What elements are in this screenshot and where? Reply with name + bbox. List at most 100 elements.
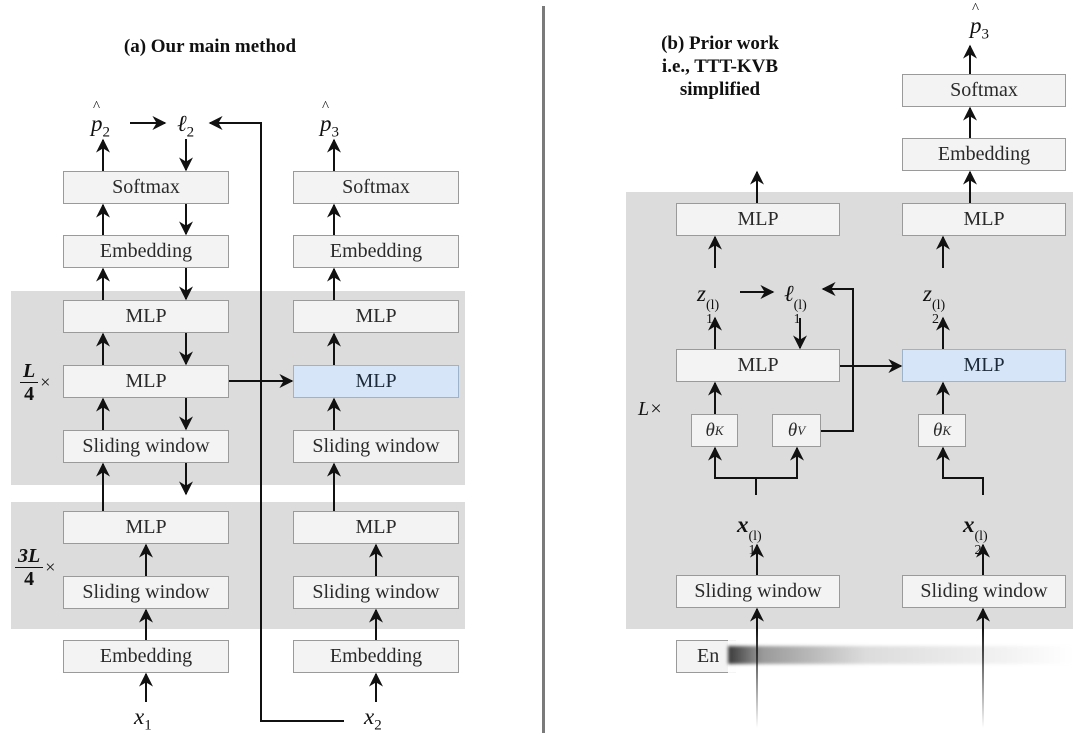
panel-a-left-sliding-window-top: Sliding window [63,430,229,463]
fading-input-line-right [982,628,984,728]
box-label: MLP [963,208,1005,230]
panel-b-title-line3: simplified [679,79,761,100]
box-label: MLP [125,516,167,538]
x-symbol: x [364,704,375,729]
numerator: L [20,360,39,383]
panel-b-right-mlp-top: MLP [902,203,1066,236]
panel-a-right-mlp-ttt-highlighted: MLP [293,365,459,398]
p-hat-symbol: p [91,100,103,135]
panel-a-left-mlp-bottom: MLP [63,511,229,544]
panel-a-loss-l2: ℓ2 [177,112,194,141]
subscript: 2 [102,124,111,141]
denominator: 4 [24,383,35,405]
x-symbol: x [737,512,749,537]
loss-symbol: ℓ [177,111,187,136]
box-label: MLP [125,370,167,392]
panel-a-left-softmax: Softmax [63,171,229,204]
p-hat-symbol: p [970,2,982,37]
box-label: Sliding window [312,435,440,457]
theta-symbol: θ [705,419,715,441]
arrow-b-x1-to-thetak [708,446,757,495]
panel-b-left-mlp-top: MLP [676,203,840,236]
panel-b-title: (b) Prior work i.e., TTT-KVB simplified [640,32,800,101]
subscript: 2 [186,124,195,141]
panel-a-right-embedding-bottom: Embedding [293,640,459,673]
panel-a-right-sliding-window-top: Sliding window [293,430,459,463]
panel-a-left-embedding-bottom: Embedding [63,640,229,673]
panel-a-right-embedding-top: Embedding [293,235,459,268]
panel-b-right-embedding: Embedding [902,138,1066,171]
panel-b-output-p3-hat: p3 [970,2,990,43]
panel-b-left-mlp-ttt: MLP [676,349,840,382]
superscript: (l) [931,298,946,313]
p-hat-symbol: p [320,100,332,135]
box-label: Sliding window [920,580,1048,602]
subscript: K [714,422,724,438]
panel-a-left-embedding-top: Embedding [63,235,229,268]
subscript: K [942,422,951,438]
panel-b-loss-l1: ℓ(l)1 [784,282,807,327]
arrow-b-thetav-to-loss [821,282,854,432]
box-label: Softmax [342,176,410,198]
panel-a-right-mlp-top: MLP [293,300,459,333]
box-label: Sliding window [312,581,440,603]
box-label: En [697,645,720,667]
subscript: 3 [981,26,990,43]
panel-b-left-sliding-window: Sliding window [676,575,840,608]
box-label: Sliding window [82,435,210,457]
panel-b-right-mlp-ttt-highlighted: MLP [902,349,1066,382]
panel-a-input-x2: x2 [364,705,382,734]
z-symbol: z [697,281,706,306]
box-label: MLP [737,208,779,230]
box-label: Embedding [99,240,193,262]
subscript: 1 [793,312,801,327]
panel-b-title-line1: (b) Prior work [661,33,779,54]
x-symbol: x [134,704,145,729]
panel-b-title-line2: i.e., TTT-KVB [661,56,779,77]
numerator: 3L [15,545,44,568]
arrow-a-x2-to-loss [208,116,344,722]
panel-b-right-sliding-window: Sliding window [902,575,1066,608]
box-label: Sliding window [82,581,210,603]
panel-a-left-sliding-window-bottom: Sliding window [63,576,229,609]
panel-b-right-softmax: Softmax [902,74,1066,107]
denominator: 4 [24,568,35,590]
panel-a-right-mlp-bottom: MLP [293,511,459,544]
box-label: Sliding window [694,580,822,602]
panel-a-output-p2-hat: p2 [91,100,111,141]
box-label: Embedding [937,143,1031,165]
subscript: 3 [331,124,340,141]
panel-a-output-p3-hat: p3 [320,100,340,141]
panel-a-title: (a) Our main method [123,36,297,57]
superscript: (l) [748,529,762,544]
panel-b-left-embedding-truncated: En [676,640,736,673]
subscript: V [797,422,806,438]
box-label: Embedding [329,645,423,667]
panel-a-left-mlp-ttt: MLP [63,365,229,398]
times-symbol: × [40,372,51,392]
box-label: MLP [355,370,397,392]
box-label: Embedding [99,645,193,667]
box-label: MLP [355,305,397,327]
x-symbol: x [963,512,975,537]
subscript: 2 [374,717,382,734]
box-label: Softmax [112,176,180,198]
panel-b-z2: z(l)2 [923,282,945,327]
superscript: (l) [974,529,988,544]
theta-symbol: θ [932,419,943,441]
arrow-b-x1-to-thetav [756,446,804,479]
box-label: Softmax [950,79,1018,101]
panel-a-left-mlp-top: MLP [63,300,229,333]
box-label: MLP [963,354,1005,376]
z-symbol: z [923,281,932,306]
box-label: MLP [737,354,779,376]
panel-divider [542,6,545,733]
panel-b-block-region [626,192,1073,629]
fading-input-line-left [756,628,758,728]
arrow-b-right-x2-to-thetak [936,446,984,495]
box-label: MLP [355,516,397,538]
